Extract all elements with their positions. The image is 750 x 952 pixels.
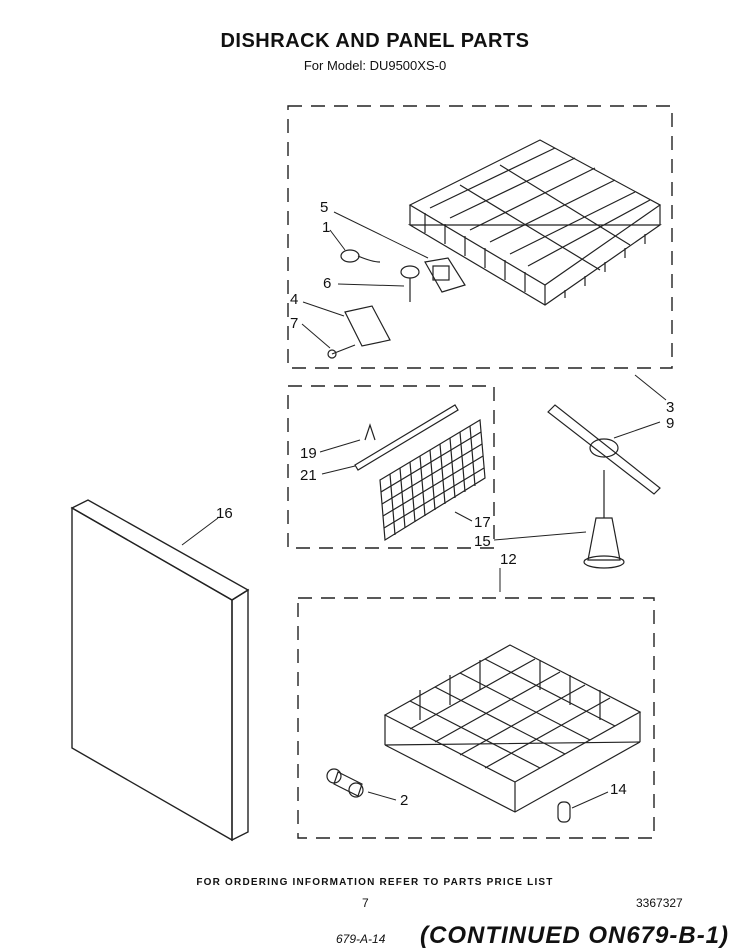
continued-note: (CONTINUED ON679-B-1) [420, 922, 730, 949]
callout-3: 3 [666, 399, 674, 416]
adjuster-parts-drawing [327, 249, 466, 359]
callout-1: 1 [322, 219, 330, 236]
callout-5: 5 [320, 199, 328, 216]
handwritten-reference: 679-A-14 [336, 932, 386, 946]
callout-6: 6 [323, 275, 331, 292]
callout-7: 7 [290, 315, 298, 332]
upper-dishrack-drawing [407, 139, 662, 306]
callout-2: 2 [400, 792, 408, 809]
callout-15: 15 [474, 533, 491, 550]
leader-lines [181, 211, 667, 809]
callout-16: 16 [216, 505, 233, 522]
callout-4: 4 [290, 291, 298, 308]
panel-box [287, 385, 495, 549]
callout-12: 12 [500, 551, 517, 568]
callout-19: 19 [300, 445, 317, 462]
callout-9: 9 [666, 415, 674, 432]
callout-14: 14 [610, 781, 627, 798]
document-number: 3367327 [636, 896, 683, 910]
callout-17: 17 [474, 514, 491, 531]
panel-drawing [354, 404, 486, 542]
model-subtitle: For Model: DU9500XS-0 [303, 58, 447, 73]
callout-21: 21 [300, 467, 317, 484]
ordering-note: FOR ORDERING INFORMATION REFER TO PARTS … [196, 877, 554, 888]
page-title: DISHRACK AND PANEL PARTS [220, 30, 530, 52]
lower-rack-box [297, 597, 655, 839]
lower-small-parts-drawing [326, 768, 571, 823]
page-number: 7 [362, 896, 369, 910]
spray-arm-drawing [547, 404, 661, 569]
upper-rack-box [287, 105, 673, 369]
lower-dishrack-drawing [383, 644, 642, 813]
door-panel-drawing [70, 499, 250, 842]
